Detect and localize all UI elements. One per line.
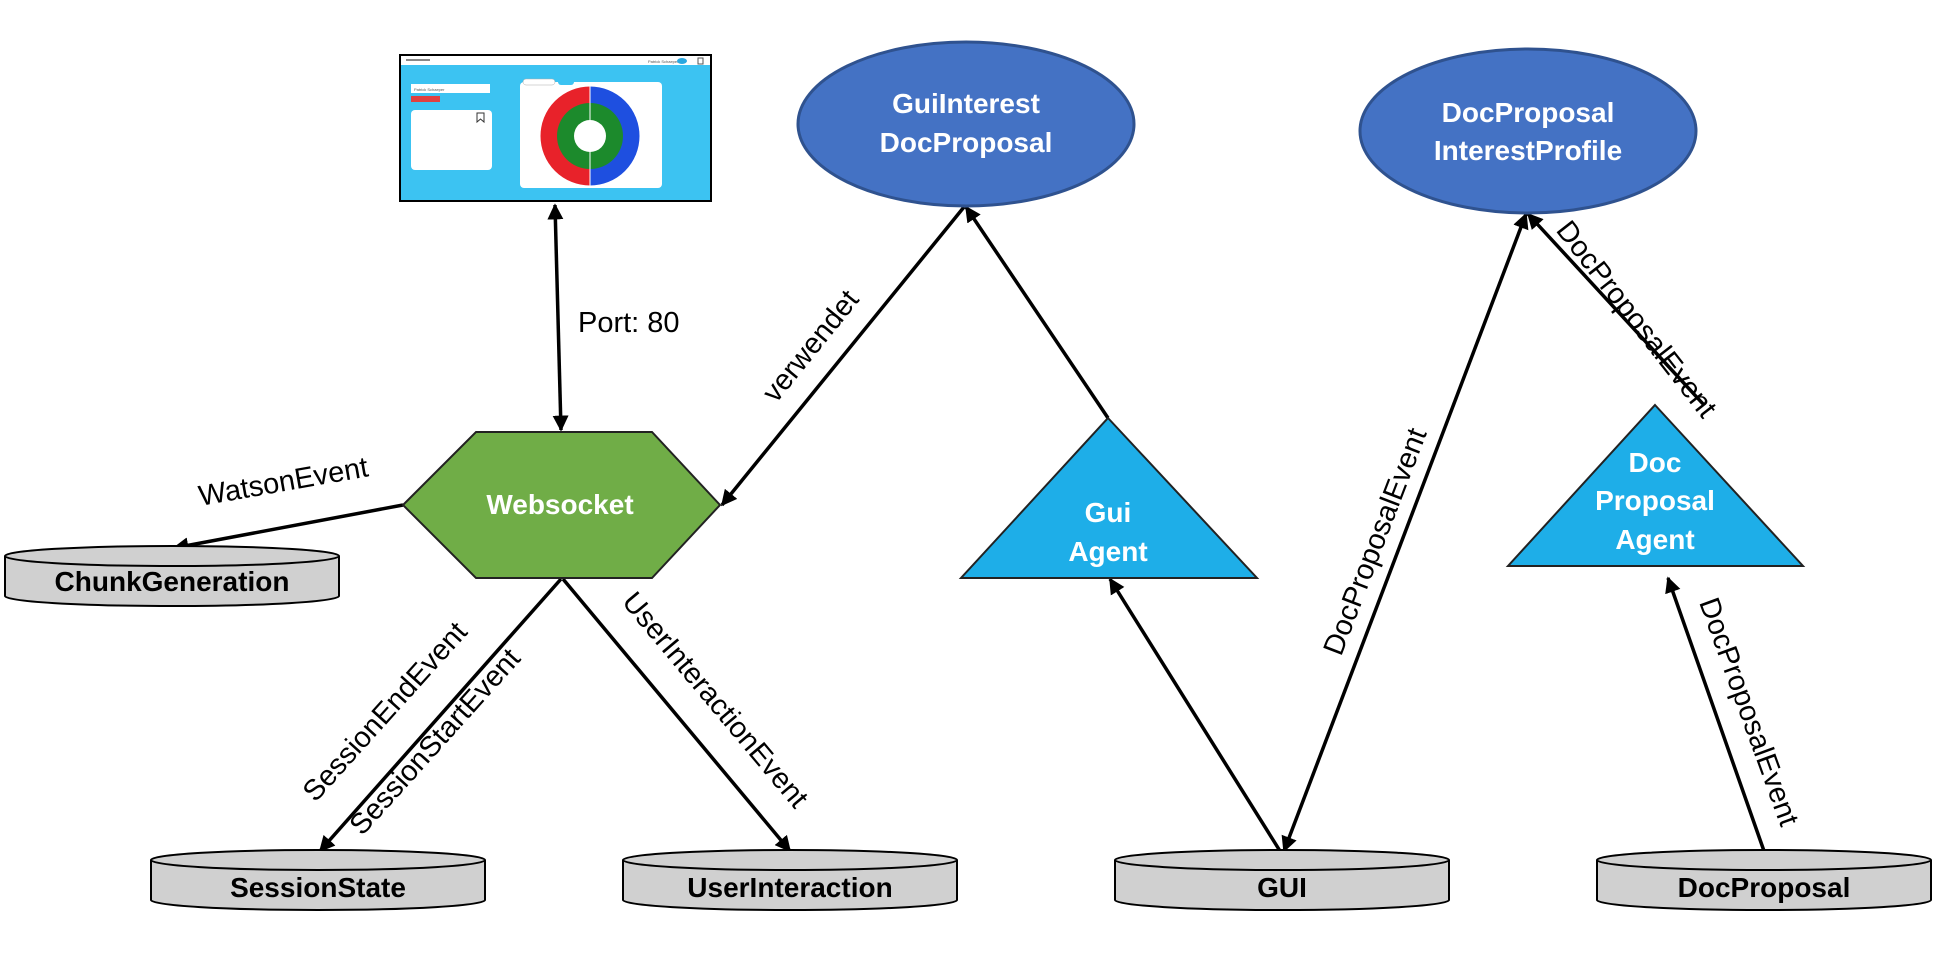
label-user-interaction-event: UserInteractionEvent	[616, 586, 815, 814]
chunk-generation-label: ChunkGeneration	[55, 566, 290, 597]
edge-profile-gui	[1281, 212, 1529, 853]
docproposal-interestprofile-line2: InterestProfile	[1434, 135, 1622, 166]
bird-icon	[677, 58, 687, 64]
docproposal-agent-line2: Proposal	[1595, 485, 1715, 516]
node-gui-db: GUI	[1114, 849, 1450, 911]
docproposal-interestprofile-line1: DocProposal	[1442, 97, 1615, 128]
gui-db-label: GUI	[1257, 872, 1307, 903]
websocket-label: Websocket	[486, 489, 633, 520]
label-port: Port: 80	[578, 307, 680, 339]
docproposal-db-label: DocProposal	[1678, 872, 1851, 903]
label-docproposal-event-gui: DocProposalEvent	[1318, 424, 1434, 660]
node-docproposal-interestprofile: DocProposal InterestProfile	[1358, 47, 1698, 215]
node-session-state: SessionState	[150, 849, 486, 911]
docproposal-agent-line1: Doc	[1629, 447, 1682, 478]
gui-interest-docproposal-line1: GuiInterest	[892, 88, 1040, 119]
gui-agent-line2: Agent	[1068, 536, 1147, 567]
edge-watson	[172, 503, 404, 554]
gui-agent-line1: Gui	[1085, 497, 1132, 528]
user-interaction-label: UserInteraction	[687, 872, 892, 903]
edge-session	[318, 577, 563, 853]
node-chunk-generation: ChunkGeneration	[4, 545, 340, 607]
edge-guiagent-to-ellipse	[964, 205, 1110, 419]
sunburst-chart-icon	[539, 85, 641, 187]
node-docproposal-agent: Doc Proposal Agent	[1505, 403, 1806, 567]
node-gui-agent: Gui Agent	[958, 416, 1260, 579]
edge-docdb-to-docagent	[1665, 576, 1766, 852]
node-websocket: Websocket	[401, 431, 722, 579]
screenshot-user-name: Patrick Schaeper	[648, 59, 679, 64]
label-watson-event: WatsonEvent	[196, 451, 370, 512]
edge-port	[547, 203, 569, 432]
docproposal-agent-line3: Agent	[1615, 524, 1694, 555]
edge-verwendet	[720, 205, 966, 507]
bookmark-icon	[476, 112, 485, 124]
screenshot-red-button	[411, 96, 440, 102]
session-state-label: SessionState	[230, 872, 406, 903]
app-screenshot: Patrick Schaeper Patrick Schaeper	[399, 54, 712, 202]
edges	[172, 203, 1766, 853]
label-docproposal-event-profile: DocProposalEvent	[1550, 215, 1723, 424]
edge-gui-to-guiagent	[1108, 577, 1282, 852]
label-docproposal-event-agent: DocProposalEvent	[1692, 594, 1804, 831]
gui-interest-docproposal-line2: DocProposal	[880, 127, 1053, 158]
screenshot-input-value: Patrick Schaeper	[414, 87, 445, 92]
node-user-interaction: UserInteraction	[622, 849, 958, 911]
node-docproposal-db: DocProposal	[1596, 849, 1932, 911]
node-gui-interest-docproposal: GuiInterest DocProposal	[796, 40, 1136, 208]
logout-icon	[697, 57, 704, 65]
edge-docagent-to-profile	[1526, 212, 1706, 407]
edge-userinteraction	[561, 577, 792, 853]
